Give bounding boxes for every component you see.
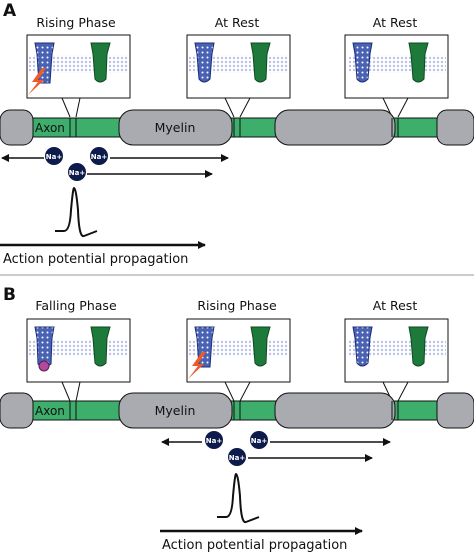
myelin-segment: [0, 392, 34, 429]
channel-box: Rising Phase: [26, 15, 131, 118]
stimulus-bolt-icon: [28, 68, 46, 95]
inactivation-ball-icon: [38, 360, 50, 372]
svg-text:Na+: Na+: [251, 437, 268, 445]
axon: [0, 117, 474, 138]
axon-label: Axon: [35, 404, 65, 418]
axon: [0, 400, 474, 421]
action-potential-spike: [217, 472, 260, 524]
box-label: At Rest: [373, 298, 418, 313]
potassium-channel-icon: [250, 42, 271, 83]
box-label: Rising Phase: [36, 15, 116, 30]
sodium-channel-icon: [352, 326, 373, 367]
svg-text:Na+: Na+: [206, 437, 223, 445]
potassium-channel-icon: [90, 42, 111, 83]
myelin-segment: [0, 109, 34, 146]
svg-text:Na+: Na+: [229, 454, 246, 462]
sodium-ion: Na+: [90, 147, 108, 165]
box-label: At Rest: [215, 15, 260, 30]
myelin-segment: [436, 392, 474, 429]
myelin-segment: [436, 109, 474, 146]
panel-b: B Falling Phase Rising Phase At Rest: [0, 285, 474, 553]
action-potential-spike: [55, 186, 98, 238]
sodium-ion: Na+: [45, 147, 63, 165]
panel-a: A Rising Phase At Rest At Rest: [0, 1, 474, 267]
sodium-ion: Na+: [205, 431, 223, 449]
sodium-ion: Na+: [228, 448, 246, 466]
panel-letter: B: [3, 285, 16, 305]
stimulus-bolt-icon: [188, 352, 206, 379]
svg-text:Na+: Na+: [46, 153, 63, 161]
channel-box: Falling Phase: [26, 298, 131, 402]
myelin-segment: [274, 109, 396, 146]
channel-box: At Rest: [186, 15, 291, 118]
propagation-caption: Action potential propagation: [162, 538, 347, 553]
potassium-channel-icon: [408, 42, 429, 83]
potassium-channel-icon: [408, 326, 429, 367]
channel-box: At Rest: [344, 15, 449, 118]
sodium-channel-icon: [194, 42, 215, 83]
potassium-channel-icon: [90, 326, 111, 367]
myelin-segment: [118, 392, 233, 429]
box-label: At Rest: [373, 15, 418, 30]
sodium-channel-icon: [352, 42, 373, 83]
box-label: Rising Phase: [197, 298, 277, 313]
axon-label: Axon: [35, 121, 65, 135]
myelin-label: Myelin: [155, 403, 196, 418]
myelin-segment: [274, 392, 396, 429]
box-label: Falling Phase: [35, 298, 117, 313]
propagation-caption: Action potential propagation: [3, 252, 188, 267]
myelin-segment: [118, 109, 233, 146]
svg-text:Na+: Na+: [69, 169, 86, 177]
svg-text:Na+: Na+: [91, 153, 108, 161]
myelin-label: Myelin: [155, 120, 196, 135]
channel-box: Rising Phase: [186, 298, 291, 402]
sodium-ion: Na+: [250, 431, 268, 449]
sodium-ion: Na+: [68, 163, 86, 181]
potassium-channel-icon: [250, 326, 271, 367]
panel-letter: A: [3, 1, 17, 21]
channel-box: At Rest: [344, 298, 449, 402]
